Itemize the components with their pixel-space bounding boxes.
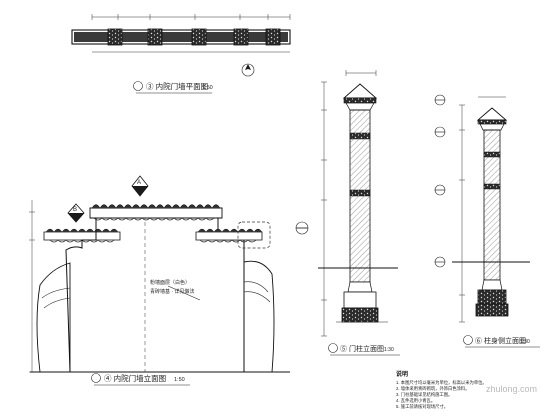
plan-scale: 1:50 bbox=[202, 85, 213, 91]
pillar-a-scale: 1:30 bbox=[384, 347, 394, 353]
pillar-b-footing bbox=[477, 289, 507, 305]
plan-view: ③ 内院门墙平面图 1:50 bbox=[71, 14, 291, 94]
pillar-a-footing bbox=[341, 307, 379, 323]
pillar-b-title: ⑥ 柱身侧立面图 bbox=[475, 336, 526, 345]
section-symbol-icon bbox=[295, 221, 309, 235]
elevation-marker-a-icon: A bbox=[131, 175, 149, 197]
pillar-a-title: ⑤ 门柱立面图 bbox=[340, 344, 384, 353]
pillar-a-view: ⑤ 门柱立面图 1:30 bbox=[318, 70, 400, 356]
note-line: 2. 墙体采用青砖砌筑，外饰白色涂料。 bbox=[396, 385, 470, 392]
pillar-b-scale: 1:30 bbox=[520, 339, 530, 345]
elevation-main-roof bbox=[89, 204, 223, 221]
elevation-left-wing-wall bbox=[36, 262, 71, 373]
detail-callout-box bbox=[237, 221, 271, 249]
notes-block: 说明 1. 本图尺寸均以毫米为单位，标高以米为单位。 2. 墙体采用青砖砌筑，外… bbox=[396, 370, 487, 410]
elevation-note-2: 青砖墙基 · 详见做法 bbox=[150, 288, 194, 295]
elevation-left-roof bbox=[43, 228, 121, 243]
elevation-title: ④ 内院门墙立面图 bbox=[104, 373, 166, 383]
notes-heading: 说明 bbox=[396, 370, 408, 378]
note-line: 5. 施工前请核对现场尺寸。 bbox=[396, 403, 448, 410]
plan-title-marker bbox=[133, 81, 143, 91]
watermark-text: zhulong.com bbox=[486, 384, 537, 394]
elevation-view: A B 粉墙面层（白色） 青砖墙基 · 详见做法 ④ 内院门墙立面图 1:50 bbox=[29, 175, 309, 386]
elevation-title-marker bbox=[91, 373, 101, 383]
elevation-note-leader bbox=[167, 285, 201, 301]
plan-wall-outline bbox=[71, 29, 291, 45]
svg-text:A: A bbox=[137, 180, 141, 186]
note-line: 3. 门柱基础详见结构施工图。 bbox=[396, 391, 452, 398]
pillar-b-markers bbox=[434, 94, 446, 268]
plan-wall-fill bbox=[74, 32, 288, 42]
note-line: 4. 瓦件选用小青瓦。 bbox=[396, 397, 435, 404]
pillar-b-view: ⑥ 柱身侧立面图 1:30 bbox=[434, 94, 540, 348]
north-arrow-icon bbox=[241, 63, 255, 77]
plan-dimension-ticks bbox=[91, 14, 291, 20]
elevation-right-wing-wall bbox=[243, 260, 275, 373]
elevation-marker-b-icon: B bbox=[67, 203, 85, 223]
elevation-note-1: 粉墙面层（白色） bbox=[150, 279, 190, 286]
svg-text:B: B bbox=[73, 207, 77, 213]
elevation-right-roof bbox=[195, 228, 263, 243]
plan-pillars bbox=[107, 28, 281, 46]
plan-title: ③ 内院门墙平面图 bbox=[146, 81, 208, 91]
elevation-scale: 1:50 bbox=[174, 377, 185, 383]
note-line: 1. 本图尺寸均以毫米为单位，标高以米为单位。 bbox=[396, 379, 487, 386]
